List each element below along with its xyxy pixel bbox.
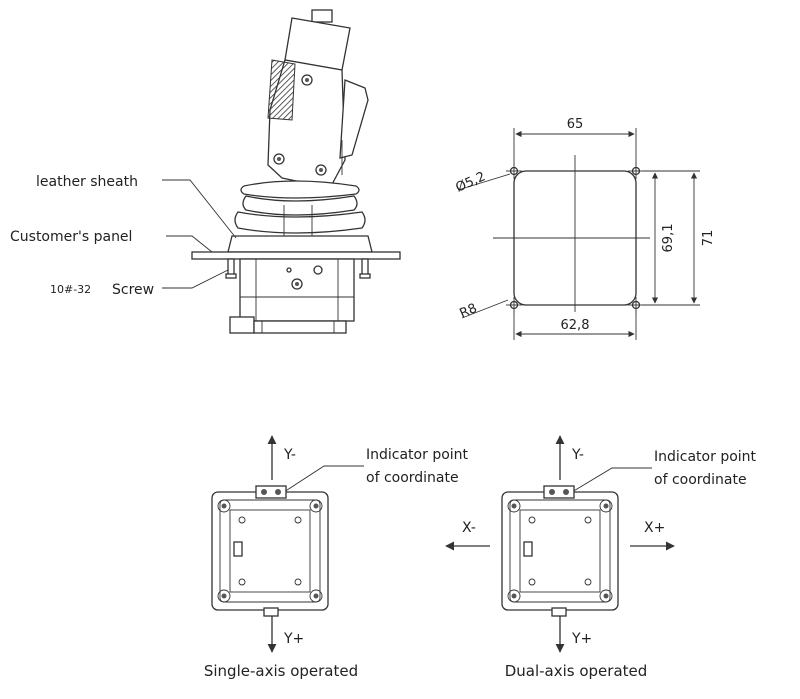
dual-axis-view: Y- Y+ X- X+ Indicator point of coordinat… <box>445 435 757 680</box>
label-x-minus: X- <box>462 520 476 536</box>
label-indicator-line2: of coordinate <box>654 472 747 488</box>
label-leather-sheath: leather sheath <box>36 174 138 190</box>
handle-cap <box>311 9 333 23</box>
mounting-holes <box>506 163 644 313</box>
housing-top-view <box>211 485 329 617</box>
dim-hole-value: Ø5,2 <box>454 169 488 195</box>
leader-radius <box>461 299 509 319</box>
caption-single-axis: Single-axis operated <box>204 662 358 680</box>
side-view-labels: leather sheath Customer's panel 10#-32 S… <box>10 174 237 298</box>
label-y-plus: Y+ <box>571 631 592 647</box>
label-screw-spec: 10#-32 <box>50 283 91 296</box>
leader-hole <box>457 173 511 191</box>
label-y-minus: Y- <box>283 447 296 463</box>
leader-line <box>162 269 229 289</box>
flange-view: 65 62,8 69,1 71 Ø5,2 R8 <box>454 117 716 340</box>
connector <box>229 316 255 334</box>
indicator-point <box>543 485 575 499</box>
caption-dual-axis: Dual-axis operated <box>505 662 648 680</box>
housing-top-view <box>501 485 619 617</box>
sheath-ring <box>242 195 358 216</box>
handle-trigger <box>339 79 369 159</box>
label-x-plus: X+ <box>644 520 665 536</box>
leader-indicator <box>283 465 364 493</box>
dim-top-value: 65 <box>567 117 584 132</box>
joystick-side-view <box>191 9 401 334</box>
leader-line <box>162 179 237 239</box>
housing-base <box>253 320 347 334</box>
upper-housing <box>227 235 373 253</box>
dim-bottom-value: 62,8 <box>561 318 590 333</box>
single-axis-view: Y- Y+ Indicator point of coordinate Sing… <box>204 435 469 680</box>
leader-indicator <box>571 467 652 493</box>
label-indicator-line1: Indicator point <box>366 447 469 463</box>
sheath-ring <box>234 211 366 234</box>
label-indicator-line1: Indicator point <box>654 449 757 465</box>
sheath-ring <box>240 180 360 199</box>
customer-panel <box>191 251 401 260</box>
label-indicator-line2: of coordinate <box>366 470 459 486</box>
dim-outer-height-value: 71 <box>701 230 716 247</box>
dim-inner-height-value: 69,1 <box>661 224 676 253</box>
dim-radius-value: R8 <box>458 301 480 322</box>
handle-grip-texture <box>267 59 296 121</box>
label-y-minus: Y- <box>571 447 584 463</box>
indicator-point <box>255 485 287 499</box>
label-screw: Screw <box>112 282 154 298</box>
lower-housing <box>239 258 355 322</box>
label-y-plus: Y+ <box>283 631 304 647</box>
leader-line <box>166 235 213 253</box>
label-customer-panel: Customer's panel <box>10 229 132 245</box>
